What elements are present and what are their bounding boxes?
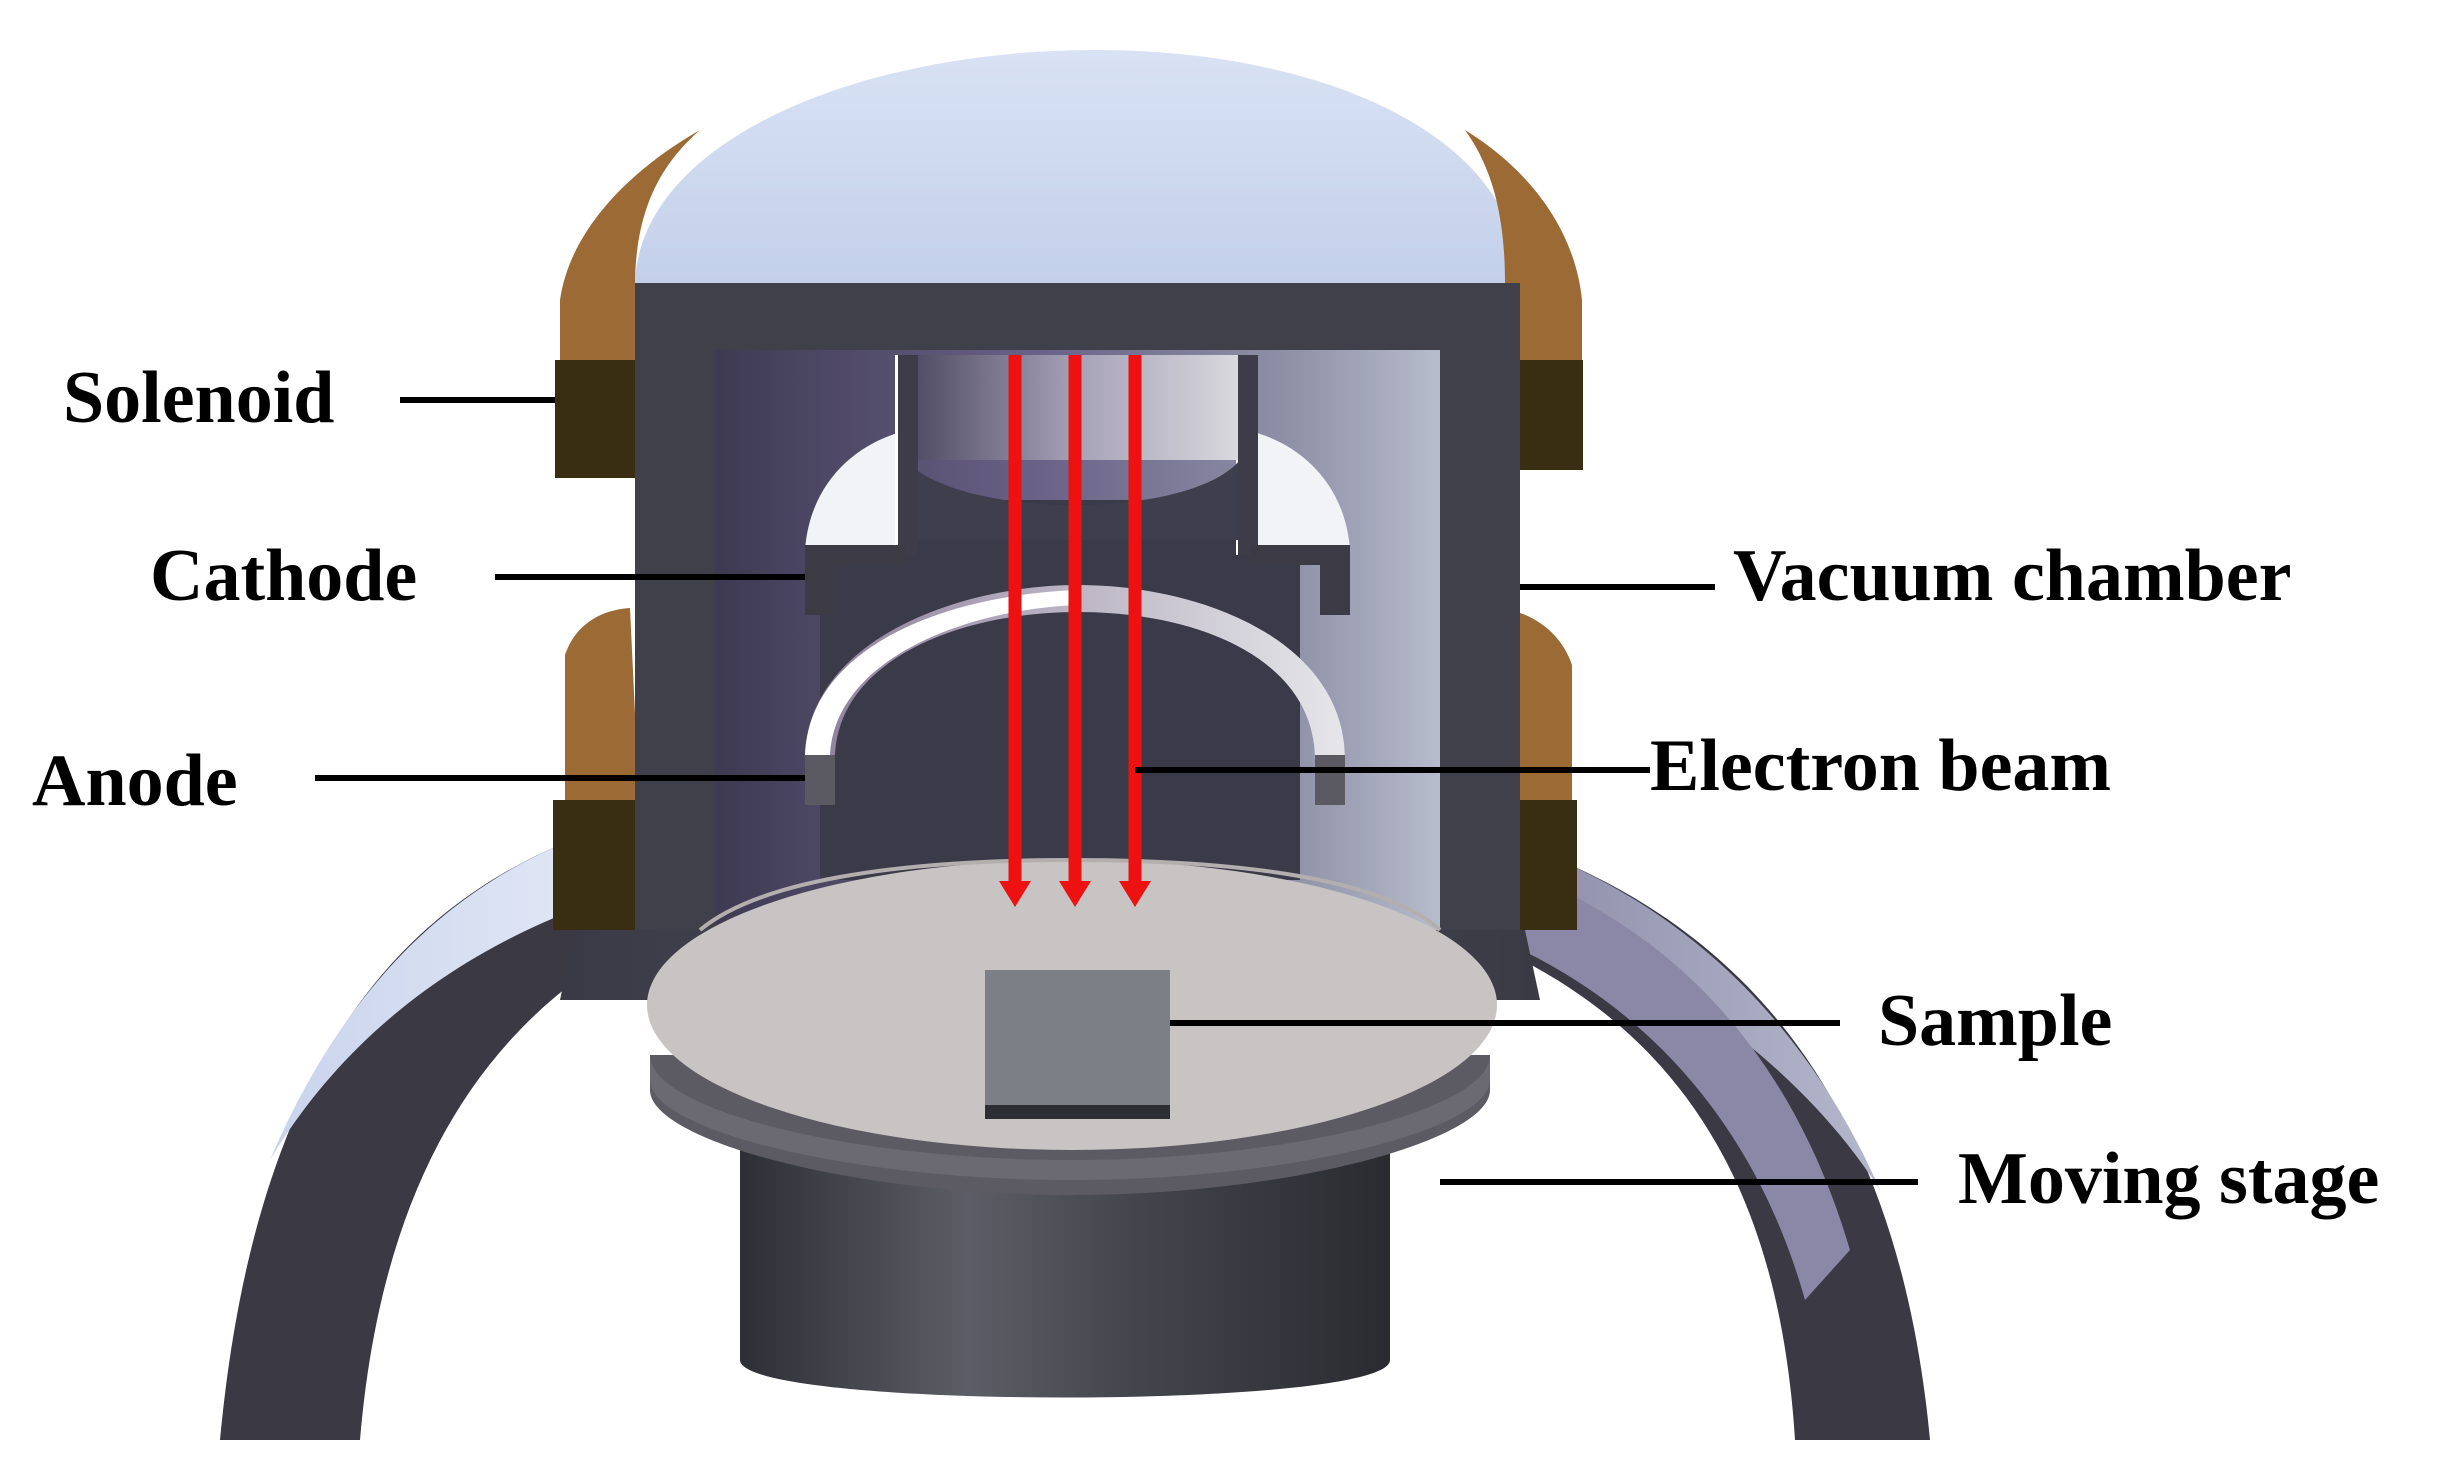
label-moving-stage: Moving stage: [1958, 1138, 2379, 1220]
electron-beam-arrowhead: [1059, 881, 1091, 907]
leader-lines: [315, 397, 1918, 1185]
label-sample: Sample: [1878, 980, 2112, 1062]
moving-stage: [647, 857, 1497, 1398]
label-anode: Anode: [32, 740, 238, 822]
label-vacuum-chamber: Vacuum chamber: [1733, 535, 2291, 617]
label-cathode: Cathode: [150, 535, 417, 617]
support-arms: [220, 845, 1930, 1440]
label-solenoid: Solenoid: [63, 357, 334, 439]
sample: [985, 970, 1170, 1119]
anode-ring: [805, 585, 1345, 805]
electron-beams: [999, 355, 1151, 907]
callout-labels: Solenoid Cathode Anode Vacuum chamber El…: [32, 357, 2379, 1220]
electron-beam-arrowhead: [1119, 881, 1151, 907]
label-electron-beam: Electron beam: [1650, 725, 2111, 807]
upper-solenoid: [555, 130, 1583, 478]
chamber-dome: [635, 50, 1520, 283]
electron-beam-arrowhead: [999, 881, 1031, 907]
vacuum-chamber-wall: [635, 283, 1520, 930]
cathode-assembly: [805, 355, 1350, 615]
